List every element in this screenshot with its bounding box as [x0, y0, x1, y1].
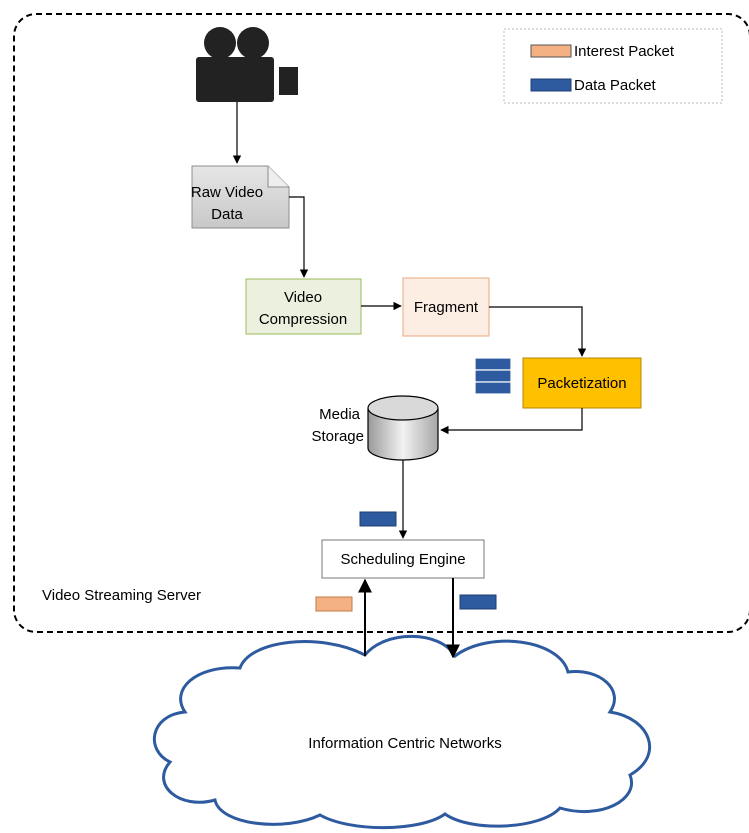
- compression-line2: Compression: [259, 311, 347, 328]
- compression-line1: Video: [284, 289, 322, 306]
- legend: Interest Packet Data Packet: [503, 28, 723, 104]
- raw-video-data-node: Raw Video Data: [191, 165, 290, 229]
- video-camera-icon: [196, 27, 298, 102]
- arrow-fragment-to-packetization: [489, 306, 587, 357]
- network-label: Information Centric Networks: [308, 735, 501, 752]
- stacked-data-packets-icon: [474, 357, 512, 395]
- raw-video-line1: Raw Video: [191, 184, 263, 201]
- packetization-node: Packetization: [522, 357, 642, 409]
- fragment-label: Fragment: [414, 299, 479, 316]
- legend-interest-label: Interest Packet: [574, 43, 675, 60]
- storage-line2: Storage: [311, 428, 364, 445]
- legend-data-swatch: [530, 78, 572, 92]
- legend-data-label: Data Packet: [574, 77, 657, 94]
- fragment-node: Fragment: [402, 277, 490, 337]
- packetization-label: Packetization: [537, 375, 626, 392]
- cloud-icon: [152, 634, 652, 830]
- outgoing-data-packet-icon: [459, 594, 497, 610]
- server-label: Video Streaming Server: [42, 587, 201, 604]
- arrow-packetization-to-storage: [440, 408, 583, 435]
- database-cylinder-icon: [367, 395, 439, 461]
- legend-interest-swatch: [530, 44, 572, 58]
- scheduler-label: Scheduling Engine: [340, 551, 465, 568]
- storage-line1: Media: [319, 406, 361, 423]
- arrow-raw-to-compression: [289, 196, 309, 278]
- interest-packet-icon: [315, 596, 353, 612]
- data-packet-icon: [359, 511, 397, 527]
- server-boundary: [13, 13, 749, 633]
- video-compression-node: Video Compression: [245, 278, 362, 335]
- scheduling-engine-node: Scheduling Engine: [321, 539, 485, 579]
- raw-video-line2: Data: [211, 206, 243, 223]
